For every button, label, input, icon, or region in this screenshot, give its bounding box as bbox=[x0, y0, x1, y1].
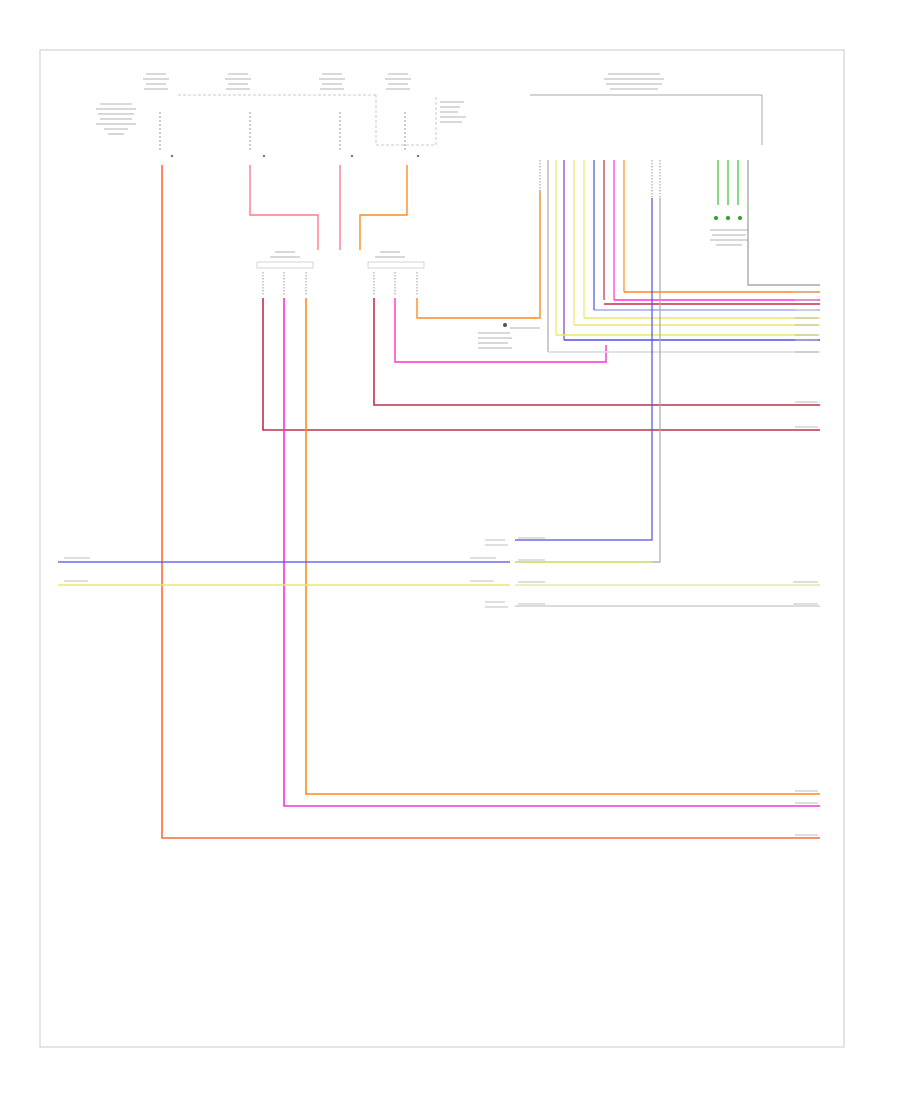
wire-b1 bbox=[373, 298, 820, 406]
wire-a2 bbox=[283, 298, 820, 807]
splice-label bbox=[478, 323, 540, 349]
wire-b2 bbox=[394, 298, 607, 363]
right-wire-tags bbox=[795, 284, 818, 353]
fuse-labels bbox=[96, 73, 664, 135]
fuse-1 bbox=[159, 112, 174, 158]
wire-b3 bbox=[416, 190, 541, 319]
diagram-frame bbox=[39, 49, 845, 1048]
ground-point bbox=[714, 216, 742, 220]
wire-fuse1-feed bbox=[161, 165, 820, 839]
control-module-pins bbox=[539, 160, 749, 198]
fuse4-box bbox=[375, 95, 437, 146]
fuse-2 bbox=[249, 112, 266, 158]
wire-a3 bbox=[305, 298, 820, 795]
wire-module-gray bbox=[515, 198, 661, 563]
ground-label bbox=[710, 229, 748, 246]
module-outputs bbox=[548, 160, 820, 353]
control-module-outline bbox=[530, 94, 763, 145]
module-pin-stubs bbox=[547, 160, 739, 352]
connector-b bbox=[367, 261, 425, 296]
fuse-3 bbox=[339, 112, 354, 158]
connector-a bbox=[256, 261, 314, 296]
fuse-4 bbox=[404, 112, 420, 158]
connector-labels bbox=[270, 251, 405, 258]
wire-module-purple bbox=[515, 198, 653, 541]
middle-labels bbox=[64, 401, 818, 836]
wire-fuse4-feed bbox=[359, 165, 408, 250]
wire-a1 bbox=[262, 298, 820, 431]
wire-fuse2-feed bbox=[249, 165, 319, 250]
